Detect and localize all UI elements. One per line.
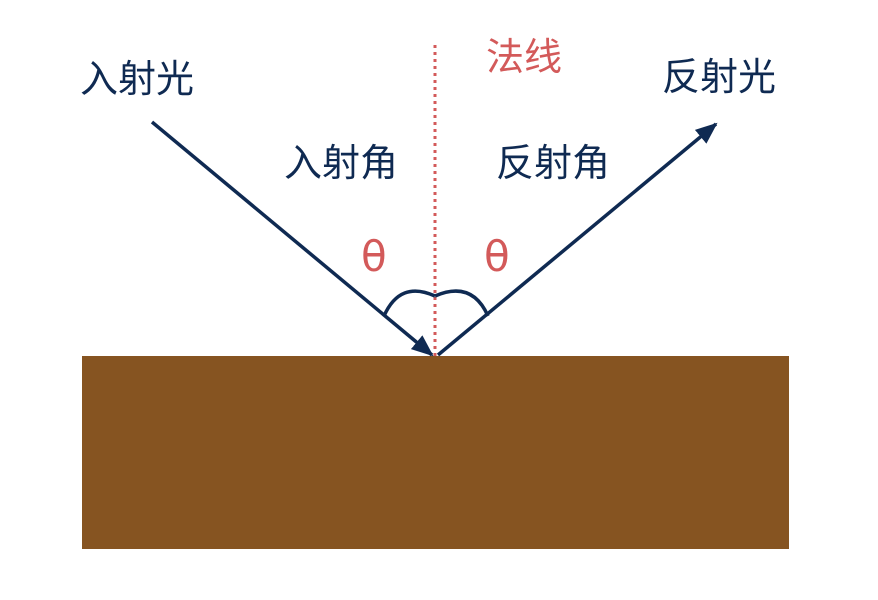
reflected-ray-arrow xyxy=(436,122,718,357)
theta-right-symbol: θ xyxy=(484,232,510,281)
incident-ray-label: 入射光 xyxy=(80,57,195,101)
incident-angle-label: 入射角 xyxy=(284,141,399,185)
reflected-angle-label: 反射角 xyxy=(496,141,611,185)
normal-label: 法线 xyxy=(486,35,563,79)
reflected-ray-label: 反射光 xyxy=(662,55,777,99)
incident-angle-arc xyxy=(382,289,436,317)
theta-left-symbol: θ xyxy=(361,232,387,281)
reflective-surface xyxy=(82,356,789,549)
reflected-angle-arc xyxy=(434,289,490,317)
